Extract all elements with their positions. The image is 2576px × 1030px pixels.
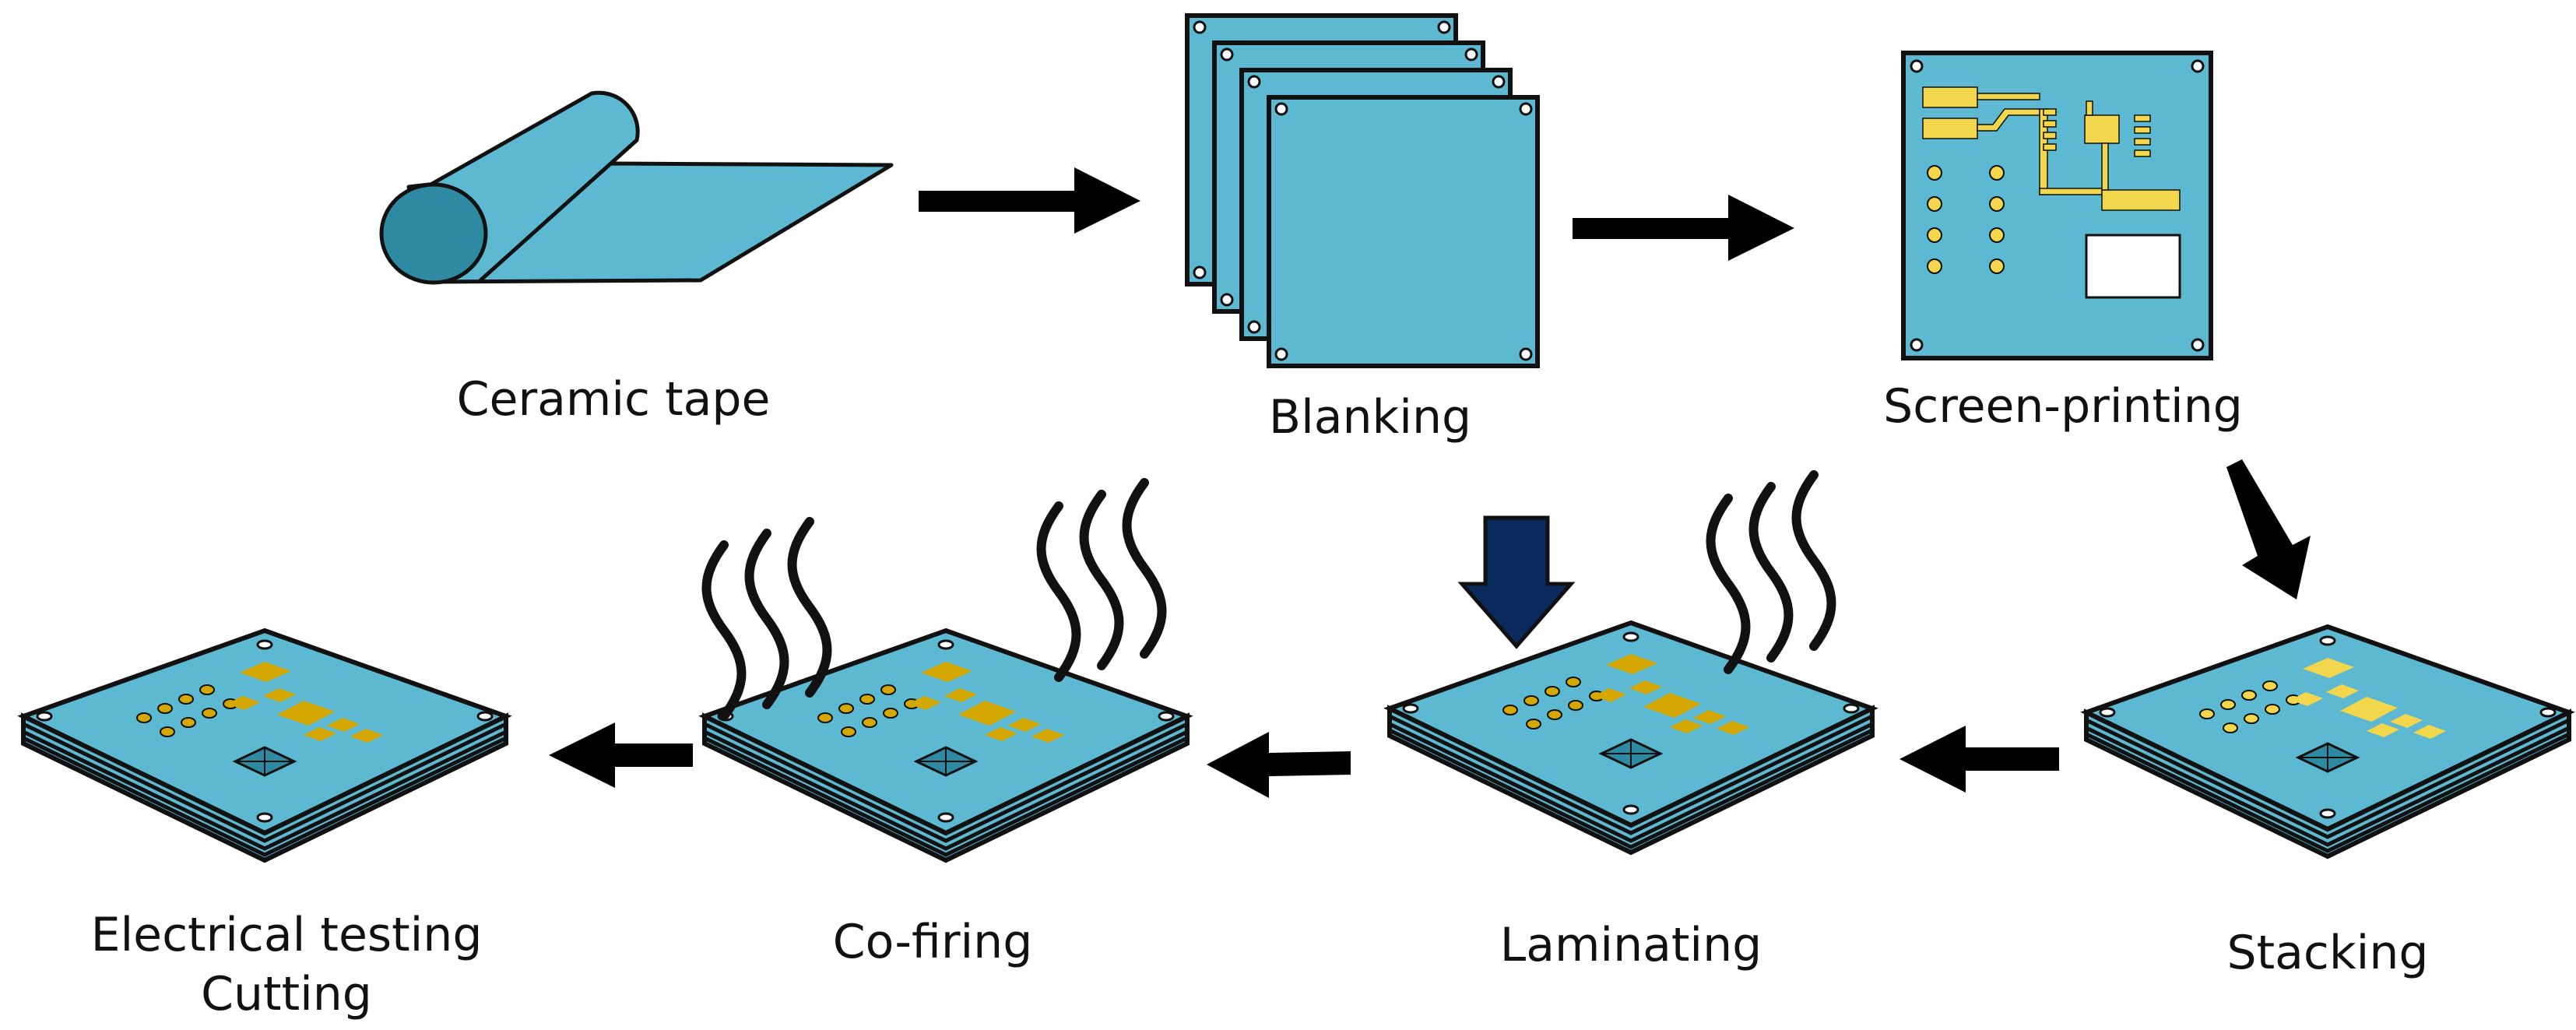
arrow-icon xyxy=(549,722,693,788)
arrow-icon xyxy=(1207,732,1351,798)
arrow-icon xyxy=(1573,195,1794,261)
laminating-illustration xyxy=(1390,623,1872,852)
ceramic-tape-illustration xyxy=(379,90,894,285)
label-ceramic-tape: Ceramic tape xyxy=(456,372,771,427)
electrical-testing-illustration xyxy=(23,631,506,860)
heat-waves-icon xyxy=(1042,483,1162,677)
label-laminating: Laminating xyxy=(1499,918,1762,972)
stacking-illustration xyxy=(2086,627,2569,856)
blanking-sheets-illustration xyxy=(1185,13,1540,368)
label-blanking: Blanking xyxy=(1268,390,1472,445)
co-firing-illustration xyxy=(705,631,1187,860)
heat-waves-icon xyxy=(707,522,828,716)
label-electrical-testing: Electrical testing xyxy=(90,908,483,962)
label-screen-printing: Screen-printing xyxy=(1883,379,2243,434)
arrow-icon xyxy=(1899,726,2059,793)
arrow-icon xyxy=(919,167,1140,234)
heat-waves-icon xyxy=(1711,475,1832,670)
press-arrow-icon xyxy=(1457,515,1576,649)
label-co-firing: Co-firing xyxy=(832,915,1033,969)
label-cutting: Cutting xyxy=(201,967,372,1021)
label-stacking: Stacking xyxy=(2226,926,2429,980)
arrow-icon xyxy=(2226,459,2311,599)
screen-printed-sheet-illustration xyxy=(1901,51,2213,360)
